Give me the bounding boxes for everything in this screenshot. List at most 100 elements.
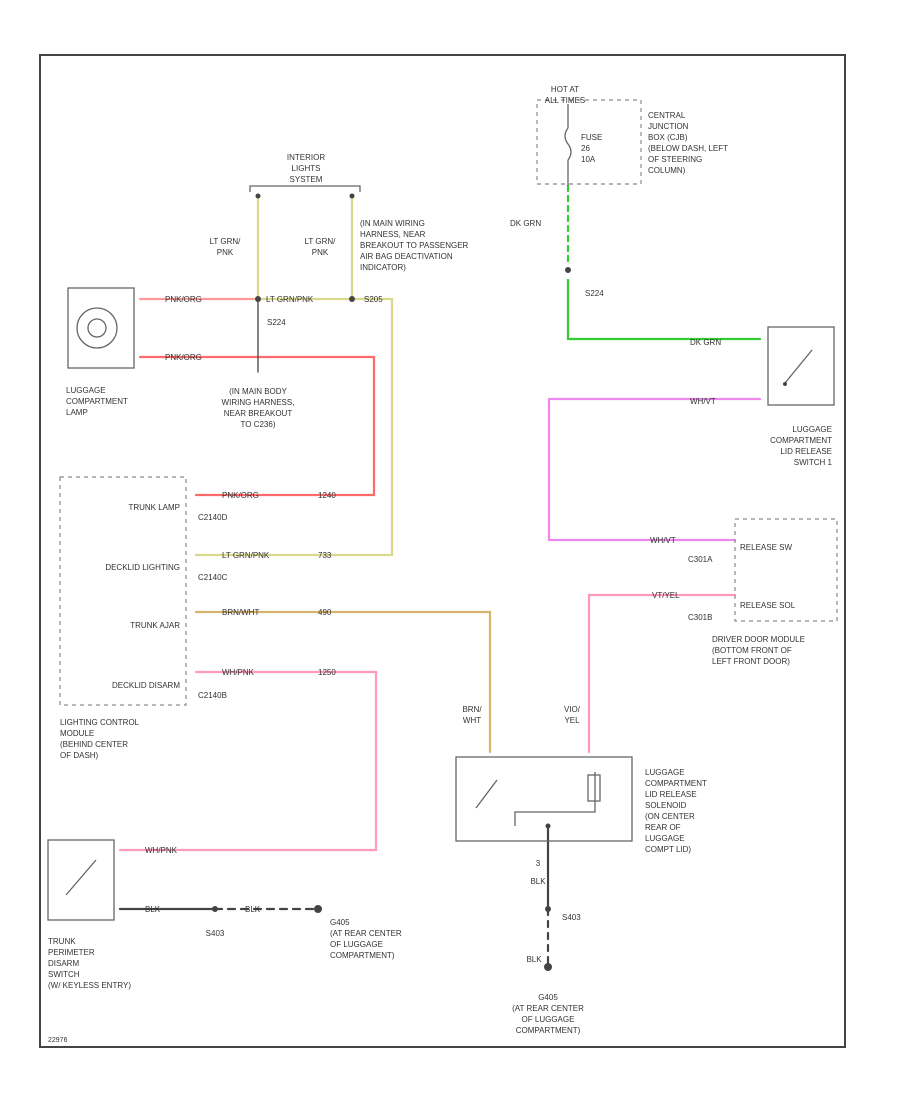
label-c2140b: C2140B bbox=[198, 691, 227, 700]
label-pnk-org-bottom: PNK/ORG bbox=[165, 353, 202, 362]
label-line: G405 bbox=[538, 993, 558, 1002]
label-line: HOT AT bbox=[551, 85, 579, 94]
label-wh-pnk-horizontal: WH/PNK bbox=[222, 668, 255, 677]
label-line: COMPT LID) bbox=[645, 845, 691, 854]
label-s224-left: S224 bbox=[267, 318, 286, 327]
label-pin-490: 490 bbox=[318, 608, 332, 617]
label-pnk-org-top: PNK/ORG bbox=[165, 295, 202, 304]
label-line: TRUNK bbox=[48, 937, 76, 946]
label-line: COMPARTMENT bbox=[66, 397, 128, 406]
wire-brn-wht bbox=[194, 610, 492, 754]
label-line: BRN/ bbox=[462, 705, 482, 714]
label-line: SOLENOID bbox=[645, 801, 687, 810]
label-brn-wht-horizontal: BRN/WHT bbox=[222, 608, 259, 617]
label-line: TO C236) bbox=[241, 420, 276, 429]
label-line: (BEHIND CENTER bbox=[60, 740, 128, 749]
label-line: COLUMN) bbox=[648, 166, 686, 175]
splice-s205-dot bbox=[349, 296, 355, 302]
wire-wh-pnk bbox=[118, 670, 378, 852]
label-trunk-ajar: TRUNK AJAR bbox=[130, 621, 180, 630]
label-line: PNK bbox=[312, 248, 329, 257]
label-blk-vertical-top: BLK bbox=[530, 877, 546, 886]
connector-dot bbox=[349, 193, 355, 199]
label-line: AIR BAG DEACTIVATION bbox=[360, 252, 453, 261]
label-line: (IN MAIN BODY bbox=[229, 387, 287, 396]
wire-wh-vt bbox=[547, 397, 762, 542]
label-line: WIRING HARNESS, bbox=[222, 398, 295, 407]
label-release-sol: RELEASE SOL bbox=[740, 601, 796, 610]
wire-dk-grn-to-switch bbox=[566, 278, 762, 341]
label-decklid-disarm: DECKLID DISARM bbox=[112, 681, 180, 690]
splice-s403-left-dot bbox=[212, 906, 218, 912]
label-pin-733: 733 bbox=[318, 551, 332, 560]
central-junction-box bbox=[536, 99, 642, 185]
label-blk-vertical-bottom: BLK bbox=[526, 955, 542, 964]
label-line: LIGHTING CONTROL bbox=[60, 718, 140, 727]
ground-g405-left-dot bbox=[314, 905, 322, 913]
label-dk-grn-horizontal: DK GRN bbox=[690, 338, 721, 347]
label-line: OF LUGGAGE bbox=[522, 1015, 575, 1024]
switch-pivot-icon bbox=[783, 382, 787, 386]
label-lt-grn-pnk-horizontal: LT GRN/PNK bbox=[266, 295, 314, 304]
trunk-switch-contact-icon bbox=[65, 859, 97, 896]
label-line: (BELOW DASH, LEFT bbox=[648, 144, 728, 153]
label-pin-3: 3 bbox=[536, 859, 541, 868]
label-line: LAMP bbox=[66, 408, 88, 417]
label-s403-right: S403 bbox=[562, 913, 581, 922]
label-line: (AT REAR CENTER bbox=[330, 929, 402, 938]
label-dk-grn-vertical: DK GRN bbox=[510, 219, 541, 228]
label-c301b: C301B bbox=[688, 613, 712, 622]
label-line: (W/ KEYLESS ENTRY) bbox=[48, 981, 131, 990]
luggage-lamp-housing bbox=[67, 287, 135, 369]
label-blk-horizontal-1: BLK bbox=[145, 905, 161, 914]
label-hot-at-battery: HOT AT ALL TIMES bbox=[545, 85, 585, 105]
label-wh-pnk-bottom: WH/PNK bbox=[145, 846, 178, 855]
label-line: COMPARTMENT bbox=[645, 779, 707, 788]
label-line: JUNCTION bbox=[648, 122, 689, 131]
label-line: BREAKOUT TO PASSENGER bbox=[360, 241, 469, 250]
label-line: LEFT FRONT DOOR) bbox=[712, 657, 790, 666]
label-line: LUGGAGE bbox=[645, 768, 685, 777]
label-wh-vt-mid: WH/VT bbox=[650, 536, 676, 545]
label-vio-yel-vertical: VIO/YEL bbox=[564, 705, 581, 725]
label-line: 10A bbox=[581, 155, 596, 164]
label-lt-grn-pnk-mid: LT GRN/PNK bbox=[222, 551, 270, 560]
label-pin-1250: 1250 bbox=[318, 668, 336, 677]
label-line: 26 bbox=[581, 144, 590, 153]
label-line: MODULE bbox=[60, 729, 94, 738]
driver-door-module bbox=[734, 518, 838, 622]
label-lt-grn-pnk-left: LT GRN/PNK bbox=[210, 237, 242, 257]
solenoid-coil-icon bbox=[587, 774, 601, 802]
splice-s403-dot bbox=[545, 906, 551, 912]
label-line: LUGGAGE bbox=[792, 425, 832, 434]
label-trunk-lamp: TRUNK LAMP bbox=[128, 503, 180, 512]
label-pnk-org-mid: PNK/ORG bbox=[222, 491, 259, 500]
diagram-frame bbox=[39, 54, 846, 1048]
label-line: G405 bbox=[330, 918, 350, 927]
label-line: LIGHTS bbox=[292, 164, 321, 173]
label-line: DRIVER DOOR MODULE bbox=[712, 635, 805, 644]
label-line: YEL bbox=[564, 716, 580, 725]
wire-pnk-org-to-trunk-lamp bbox=[138, 355, 376, 497]
lamp-bulb-icon bbox=[76, 307, 118, 349]
label-s403-left: S403 bbox=[206, 929, 225, 938]
label-line: INDICATOR) bbox=[360, 263, 406, 272]
label-line: LUGGAGE bbox=[645, 834, 685, 843]
label-c301a: C301A bbox=[688, 555, 713, 564]
label-decklid-lighting: DECKLID LIGHTING bbox=[105, 563, 180, 572]
label-line: COMPARTMENT) bbox=[330, 951, 395, 960]
label-line: ALL TIMES bbox=[545, 96, 585, 105]
lighting-control-module bbox=[59, 476, 187, 706]
label-line: (AT REAR CENTER bbox=[512, 1004, 584, 1013]
